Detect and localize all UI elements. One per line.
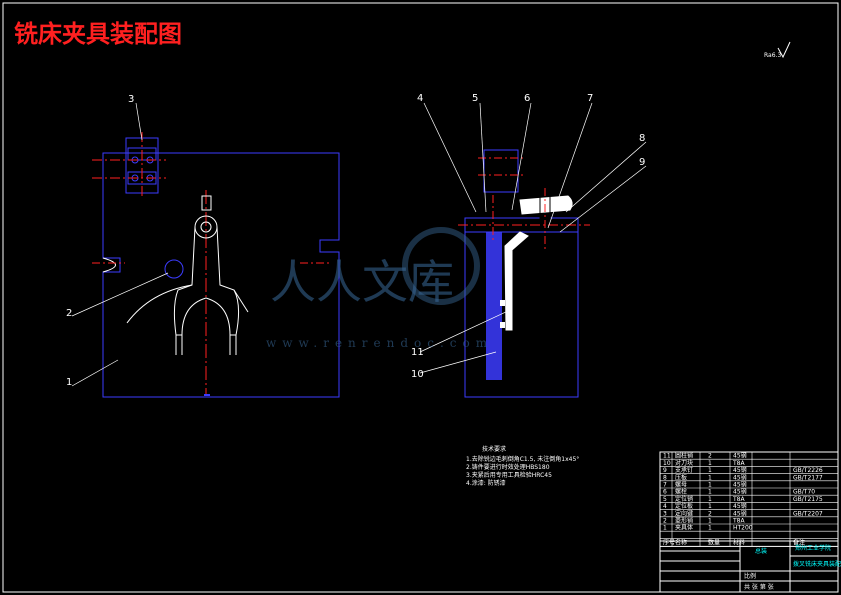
bom-cell-name: 圆柱销	[675, 452, 693, 460]
clamp-plate	[519, 195, 573, 215]
bom-cell-no: 3	[663, 510, 667, 517]
bom-cell-no: 10	[663, 460, 671, 467]
bom-header-no: 序号	[663, 538, 675, 546]
bom-cell-no: 9	[663, 467, 667, 474]
bom-cell-name: 夹具体	[675, 524, 693, 532]
watermark-url: www.renrendoc.com	[266, 336, 493, 350]
callout-3: 3	[128, 94, 134, 105]
bom-cell-material: T8A	[732, 496, 745, 503]
bom-header-material: 材料	[733, 538, 745, 546]
bom-cell-no: 1	[663, 525, 667, 532]
bom-cell-name: 定向键	[675, 509, 693, 517]
bom-header-name: 名称	[675, 538, 687, 546]
bom-cell-std: GB/T2207	[793, 510, 823, 517]
bom-cell-name: 对刀块	[675, 459, 693, 467]
watermark: 人人文库 www.renrendoc.com	[266, 227, 493, 350]
bom-cell-no: 7	[663, 482, 667, 489]
callout-4: 4	[417, 93, 423, 104]
bom-cell-name: 螺母	[675, 481, 687, 489]
tech-heading: 技术要求	[482, 445, 506, 453]
bom-cell-std: GB/T2175	[793, 496, 823, 503]
locating-plate	[486, 232, 502, 380]
bom-cell-no: 4	[663, 503, 667, 510]
bom-cell-name: 螺栓	[675, 488, 687, 496]
bom-cell-material: 45钢	[733, 481, 747, 489]
tech-item-3: 3.夹紧后用专用工具检验HRC45	[466, 471, 552, 479]
bom-cell-qty: 1	[708, 460, 712, 467]
diamond-pin	[164, 259, 184, 279]
callout-5: 5	[472, 93, 478, 104]
bom-cell-std: GB/T70	[793, 489, 815, 496]
fork-workpiece	[126, 195, 249, 355]
bom-cell-qty: 1	[708, 518, 712, 525]
bom-cell-name: 压板	[675, 473, 687, 481]
bom-cell-qty: 1	[708, 496, 712, 503]
school-name: 郑州工业学院	[795, 544, 831, 552]
callout-2: 2	[66, 308, 72, 319]
drawing-name: 拨叉铣床夹具装配图	[793, 560, 841, 568]
bom-cell-no: 6	[663, 489, 667, 496]
tech-requirements: 技术要求 1.去除锐边毛刺倒角C1.5, 未注倒角1x45° 2.铸件要进行时效…	[466, 445, 579, 487]
fixture-body-right	[464, 231, 579, 398]
bom-cell-material: 45钢	[733, 502, 747, 510]
scale-label: 比例	[744, 572, 756, 580]
surface-roughness-mark: Ra6.3	[764, 41, 791, 59]
bom-cell-qty: 1	[708, 474, 712, 481]
bom-cell-qty: 2	[708, 453, 712, 460]
bom-cell-qty: 1	[708, 467, 712, 474]
sheet-label: 共 张 第 张	[744, 583, 774, 591]
bom-cell-std: GB/T2177	[793, 474, 823, 481]
callout-1: 1	[66, 377, 72, 388]
drawing-number: 总装	[755, 547, 767, 555]
bom-cell-name: 定位销	[675, 495, 693, 503]
bom-cell-material: T8A	[732, 518, 745, 525]
bom-cell-qty: 2	[708, 510, 712, 517]
callout-8: 8	[639, 133, 645, 144]
bom-cell-name: 支承钉	[675, 466, 693, 474]
bom-cell-material: 45钢	[733, 488, 747, 496]
bom-cell-material: 45钢	[733, 509, 747, 517]
bom-cell-material: 45钢	[733, 452, 747, 460]
bom-cell-no: 11	[663, 453, 671, 460]
bom-cell-no: 2	[663, 518, 667, 525]
tech-item-2: 2.铸件要进行时效处理HBS180	[466, 463, 550, 471]
bom-cell-name: 菱形销	[675, 517, 693, 525]
callout-7: 7	[587, 93, 593, 104]
bom-cell-qty: 1	[708, 525, 712, 532]
bom-cell-material: 45钢	[733, 466, 747, 474]
callout-10: 10	[411, 369, 424, 380]
tech-item-4: 4.涂漆: 防锈漆	[466, 479, 506, 487]
bom-cell-no: 5	[663, 496, 667, 503]
left-view	[71, 102, 340, 398]
callout-11: 11	[411, 347, 424, 358]
tech-item-1: 1.去除锐边毛刺倒角C1.5, 未注倒角1x45°	[466, 455, 579, 463]
surface-mark-label: Ra6.3	[764, 52, 781, 59]
fork-arm	[504, 231, 529, 331]
bom-cell-qty: 1	[708, 482, 712, 489]
watermark-text: 人人文库	[270, 255, 454, 309]
callout-6: 6	[524, 93, 530, 104]
bom-cell-qty: 1	[708, 503, 712, 510]
bom-cell-material: T8A	[732, 460, 745, 467]
bom-cell-no: 8	[663, 474, 667, 481]
drawing-title: 铣床夹具装配图	[14, 20, 182, 48]
bom-header-std: 备注	[793, 538, 805, 546]
bom-cell-material: HT200	[733, 525, 753, 532]
bom-cell-name: 定位板	[675, 502, 693, 510]
bom-header-qty: 数量	[708, 538, 720, 546]
title-block: 总装 郑州工业学院 拨叉铣床夹具装配图 比例 共 张 第 张	[659, 540, 841, 593]
right-view	[419, 102, 647, 398]
callout-9: 9	[639, 157, 645, 168]
bom-cell-material: 45钢	[733, 473, 747, 481]
bom-cell-std: GB/T2226	[793, 467, 823, 474]
bom-cell-qty: 1	[708, 489, 712, 496]
